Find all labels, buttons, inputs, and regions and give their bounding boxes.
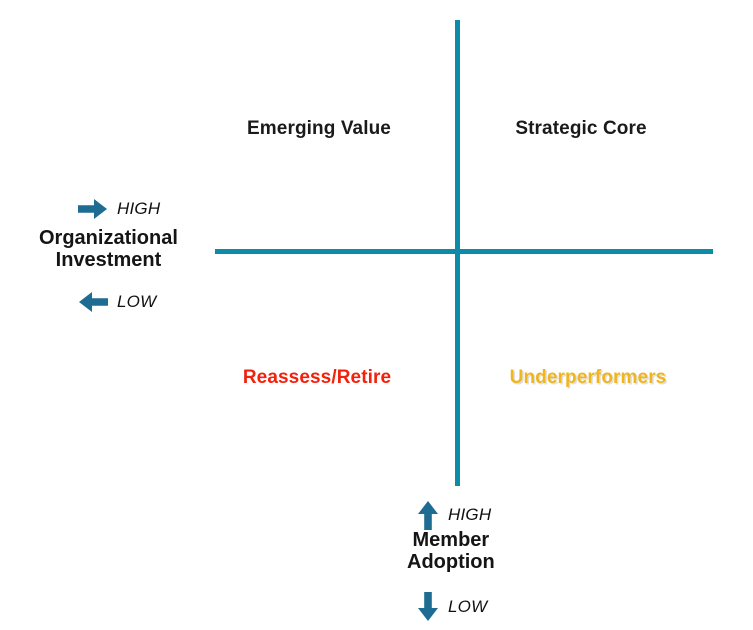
arrow-left-icon: [78, 291, 108, 313]
x-axis-title: Member Adoption: [407, 529, 495, 574]
x-axis-low-marker: LOW: [417, 592, 487, 622]
x-axis-high-marker: HIGH: [417, 500, 491, 530]
y-axis-high-label: HIGH: [117, 199, 161, 218]
x-axis-low-label: LOW: [448, 597, 488, 616]
x-axis-high-label: HIGH: [448, 505, 492, 524]
y-axis-high-marker: HIGH: [78, 198, 160, 220]
quadrant-label-underperformers: Underperformers: [509, 367, 667, 388]
arrow-down-icon: [417, 592, 439, 622]
quadrant-label-reassess-retire: Reassess/Retire: [242, 367, 392, 388]
y-axis-title: Organizational Investment: [39, 227, 178, 272]
arrow-right-icon: [78, 198, 108, 220]
horizontal-axis-line: [215, 249, 713, 254]
quadrant-label-strategic-core: Strategic Core: [515, 118, 647, 139]
y-axis-low-marker: LOW: [78, 291, 156, 313]
y-axis-low-label: LOW: [117, 292, 157, 311]
y-axis-title-line1: Organizational: [39, 227, 178, 249]
x-axis-title-line2: Adoption: [407, 551, 495, 574]
x-axis-title-line1: Member: [412, 529, 490, 551]
y-axis-title-line2: Investment: [55, 249, 162, 272]
quadrant-label-emerging-value: Emerging Value: [247, 118, 391, 139]
arrow-up-icon: [417, 500, 439, 530]
